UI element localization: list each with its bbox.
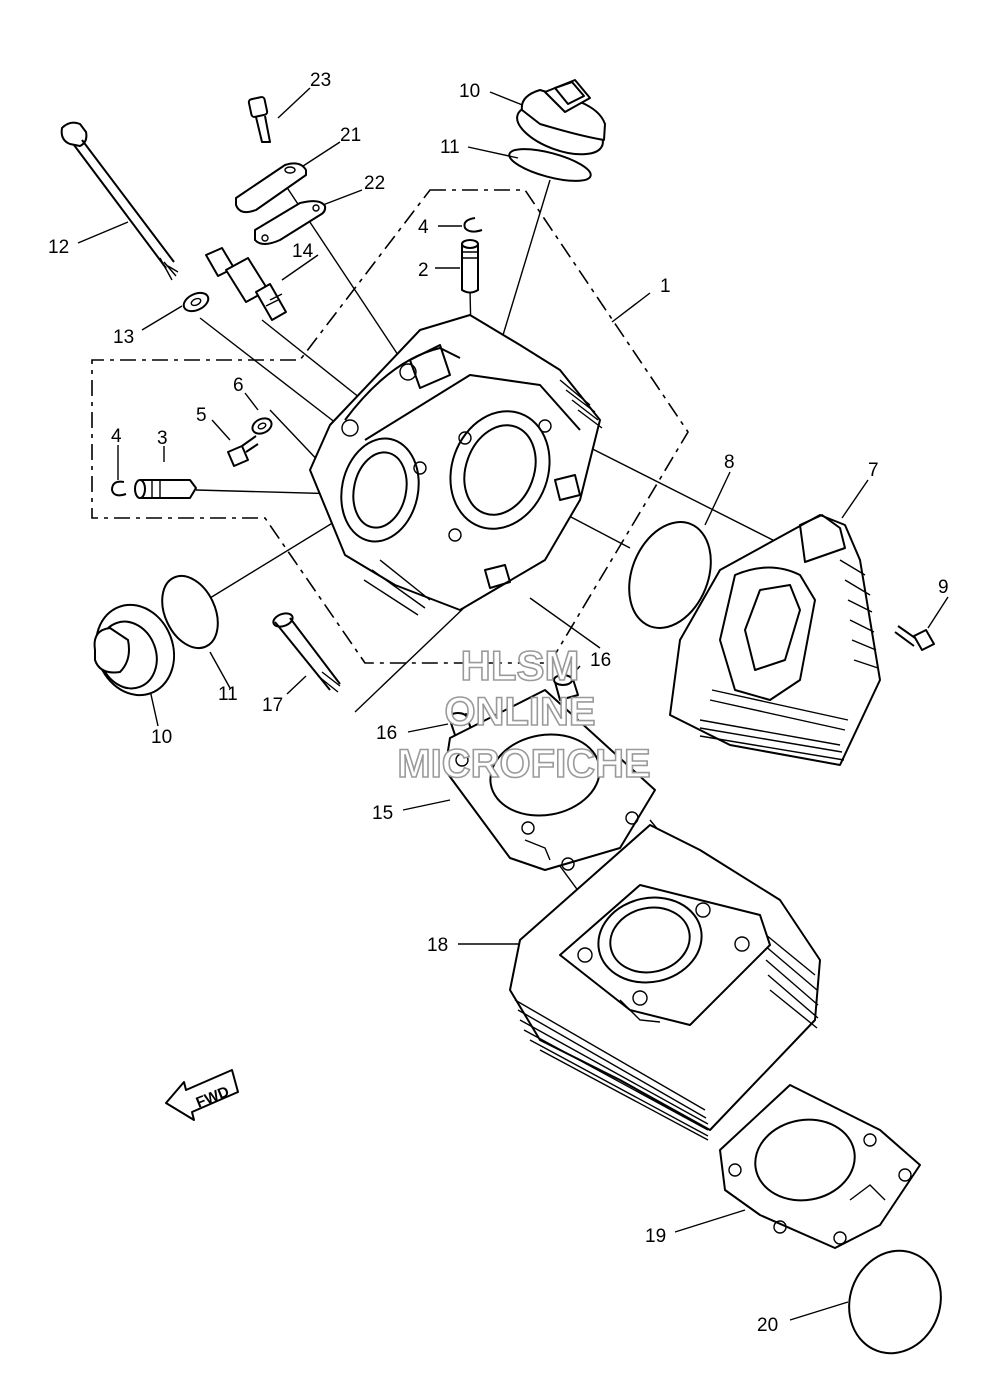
long-bolt-12 xyxy=(60,121,179,281)
callout-19: 19 xyxy=(645,1226,666,1247)
callout-1: 1 xyxy=(660,276,671,297)
bolt-9 xyxy=(894,625,935,651)
bolt-17 xyxy=(272,612,341,693)
callout-13: 13 xyxy=(113,327,134,348)
watermark-line1: HLSM xyxy=(461,642,580,689)
callout-6: 6 xyxy=(233,375,244,396)
callout-22: 22 xyxy=(364,173,385,194)
base-gasket-19 xyxy=(719,1084,921,1249)
cover-plate-21 xyxy=(235,162,307,214)
callout-17: 17 xyxy=(262,695,283,716)
head-gasket-15 xyxy=(444,689,656,871)
callout-labels: 1 2 3 4 4 5 6 7 8 9 10 10 11 11 12 13 14… xyxy=(48,70,949,1336)
callout-11-left: 11 xyxy=(218,684,238,705)
bolt-23 xyxy=(247,96,271,143)
callout-16-upper: 16 xyxy=(590,650,611,671)
oring-8 xyxy=(628,521,712,629)
oring-11-top xyxy=(508,148,592,182)
callout-10-left: 10 xyxy=(151,727,172,748)
valve-guide-2 xyxy=(461,239,479,294)
valve-cap-10-left xyxy=(93,603,176,697)
cylinder-18 xyxy=(509,824,821,1141)
cylinder-head-1 xyxy=(309,314,603,616)
forward-arrow-icon: FWD xyxy=(165,1069,239,1121)
watermark: HLSM ONLINE MICROFICHE xyxy=(397,641,652,787)
callout-20: 20 xyxy=(757,1315,778,1336)
callout-10-top: 10 xyxy=(459,81,480,102)
washer-13 xyxy=(182,291,210,313)
head-cover-7 xyxy=(669,514,881,766)
callout-2: 2 xyxy=(418,260,429,281)
callout-16-lower: 16 xyxy=(376,723,397,744)
callout-15: 15 xyxy=(372,803,393,824)
valve-guide-3 xyxy=(134,479,197,499)
gasket-22 xyxy=(254,200,327,245)
bolt-5 xyxy=(227,435,259,467)
oring-11-left xyxy=(161,574,219,650)
dowel-16-upper xyxy=(553,674,579,701)
washer-6 xyxy=(251,417,273,435)
callout-3: 3 xyxy=(157,428,168,449)
callout-8: 8 xyxy=(724,452,735,473)
valve-cap-10-top xyxy=(516,79,606,156)
callout-23: 23 xyxy=(310,70,331,91)
callout-11-top: 11 xyxy=(440,137,460,158)
spark-plug-14 xyxy=(205,247,287,321)
callout-14: 14 xyxy=(292,241,314,262)
callout-4-top: 4 xyxy=(418,217,429,238)
callout-9: 9 xyxy=(938,577,949,598)
assembly-outline xyxy=(91,189,689,664)
watermark-line3: MICROFICHE xyxy=(397,742,650,786)
circlip-4-top xyxy=(463,217,483,233)
callout-4-left: 4 xyxy=(111,426,122,447)
callout-18: 18 xyxy=(427,935,448,956)
watermark-line2: ONLINE xyxy=(444,690,595,734)
callout-12: 12 xyxy=(48,237,69,258)
circlip-4-left xyxy=(111,480,127,497)
oring-20 xyxy=(848,1249,942,1355)
callout-7: 7 xyxy=(868,460,879,481)
callout-21: 21 xyxy=(340,125,361,146)
callout-5: 5 xyxy=(196,405,207,426)
